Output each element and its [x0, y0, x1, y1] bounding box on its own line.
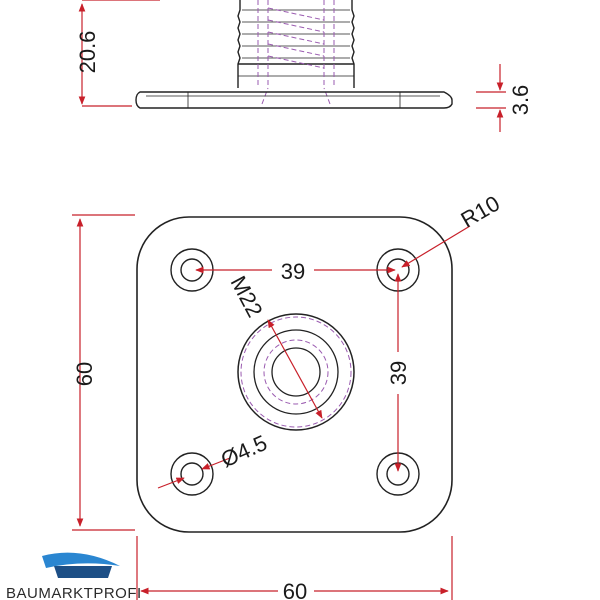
base-plate-side — [135, 91, 453, 109]
dim-thread-height — [78, 0, 160, 107]
label-hole-spacing-h: 39 — [281, 259, 305, 284]
label-bg-width — [278, 580, 314, 600]
label-hole-diameter: Ø4.5 — [217, 430, 271, 472]
dim-corner-radius — [401, 225, 471, 268]
logo-text: BAUMARKTPROFI — [6, 585, 142, 600]
label-plate-thickness: 3.6 — [508, 85, 533, 116]
label-bg-h — [272, 256, 314, 282]
label-bg-v — [384, 352, 412, 394]
dim-thread-size — [267, 319, 323, 419]
label-plate-width: 60 — [283, 579, 307, 600]
logo-swoosh — [42, 552, 120, 568]
label-plate-height: 60 — [72, 362, 97, 386]
hole-bottom-left — [170, 452, 214, 496]
top-view: 39 39 R10 M22 Ø4.5 60 — [72, 191, 504, 600]
logo-swoosh-dark — [54, 566, 112, 578]
label-thread-size: M22 — [226, 272, 268, 322]
dim-plate-height — [72, 214, 135, 531]
side-view: 20.6 3.6 — [75, 0, 533, 132]
label-corner-radius: R10 — [457, 191, 504, 233]
hidden-thread-lines — [257, 0, 335, 105]
threaded-stud — [237, 0, 355, 88]
label-hole-spacing-v: 39 — [386, 361, 411, 385]
dim-hole-diameter — [157, 457, 231, 489]
baumarktprofi-logo: BAUMARKTPROFI — [6, 552, 142, 600]
mounting-holes — [170, 248, 420, 496]
plate-outline — [136, 216, 453, 533]
dim-plate-thickness — [476, 64, 506, 132]
label-thread-height: 20.6 — [75, 31, 100, 74]
